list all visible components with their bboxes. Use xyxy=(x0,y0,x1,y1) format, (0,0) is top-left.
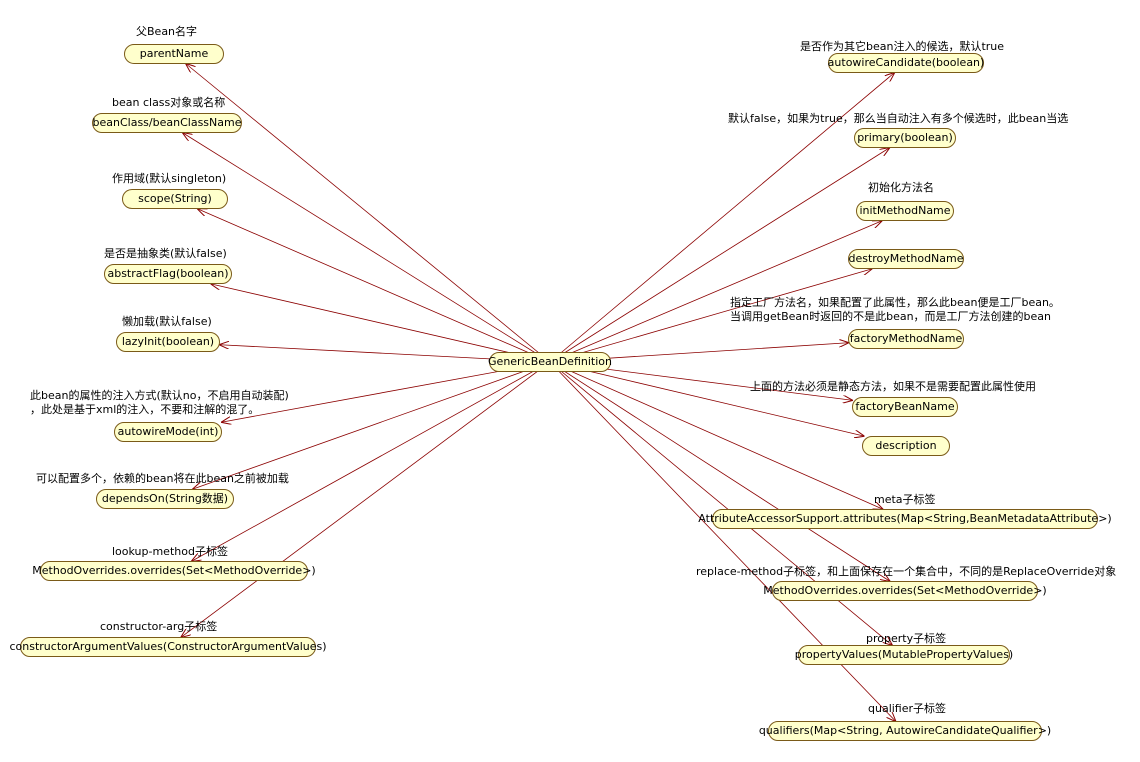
note-init-method-name: 初始化方法名 xyxy=(868,181,934,194)
center-node-generic-bean-definition[interactable]: GenericBeanDefinition xyxy=(488,352,612,372)
note-qualifier: qualifier子标签 xyxy=(868,702,947,715)
note-depends-on: 可以配置多个，依赖的bean将在此bean之前被加载 xyxy=(36,472,289,485)
node-factory-method-name[interactable]: factoryMethodName xyxy=(848,329,964,349)
node-factory-bean-name[interactable]: factoryBeanName xyxy=(852,397,958,417)
edge-lookupOverrides xyxy=(192,361,551,561)
note-autowire-candidate: 是否作为其它bean注入的候选，默认true xyxy=(800,40,1005,53)
edge-attributes xyxy=(549,361,882,509)
node-destroy-method-name[interactable]: destroyMethodName xyxy=(848,249,964,269)
node-abstract-flag[interactable]: abstractFlag(boolean) xyxy=(104,264,232,284)
edge-constructorArgs xyxy=(181,361,551,637)
node-attributes[interactable]: AttributeAccessorSupport.attributes(Map<… xyxy=(698,509,1112,529)
note-factory-method-name: 指定工厂方法名，如果配置了此属性，那么此bean便是工厂bean。 当调用get… xyxy=(730,296,1060,323)
node-description[interactable]: description xyxy=(862,436,950,456)
note-property: property子标签 xyxy=(866,632,947,645)
edge-beanClass xyxy=(183,133,551,363)
note-lookup-method: lookup-method子标签 xyxy=(112,545,228,558)
edge-replaceOverrides xyxy=(549,361,889,581)
edge-autowireMode xyxy=(222,361,551,422)
note-constructor-arg: constructor-arg子标签 xyxy=(100,620,218,633)
node-depends-on[interactable]: dependsOn(String数据) xyxy=(96,489,234,509)
edge-destroyMethodName xyxy=(549,269,871,363)
node-primary[interactable]: primary(boolean) xyxy=(854,128,956,148)
note-primary: 默认false，如果为true，那么当自动注入有多个候选时，此bean当选 xyxy=(728,112,1069,125)
node-scope[interactable]: scope(String) xyxy=(122,189,228,209)
edge-primary xyxy=(549,148,889,363)
edge-propertyValues xyxy=(549,361,892,645)
edge-autowireCandidate xyxy=(549,73,894,363)
node-lazy-init[interactable]: lazyInit(boolean) xyxy=(116,332,220,352)
note-abstract-flag: 是否是抽象类(默认false) xyxy=(104,247,227,260)
note-parent-name: 父Bean名字 xyxy=(136,25,198,38)
note-meta: meta子标签 xyxy=(874,493,936,506)
node-lookup-overrides[interactable]: MethodOverrides.overrides(Set<MethodOver… xyxy=(32,561,316,581)
edge-parentName xyxy=(186,64,551,363)
note-lazy-init: 懒加载(默认false) xyxy=(122,315,212,328)
node-constructor-args[interactable]: constructorArgumentValues(ConstructorArg… xyxy=(9,637,327,657)
node-bean-class[interactable]: beanClass/beanClassName xyxy=(92,113,242,133)
edge-qualifiers xyxy=(549,361,895,721)
edge-abstractFlag xyxy=(211,284,551,363)
edge-initMethodName xyxy=(549,221,881,363)
node-property-values[interactable]: propertyValues(MutablePropertyValues) xyxy=(795,645,1013,665)
node-parent-name[interactable]: parentName xyxy=(124,44,224,64)
node-replace-overrides[interactable]: MethodOverrides.overrides(Set<MethodOver… xyxy=(763,581,1047,601)
note-bean-class: bean class对象或名称 xyxy=(112,96,226,109)
node-qualifiers[interactable]: qualifiers(Map<String, AutowireCandidate… xyxy=(759,721,1051,741)
edge-dependsOn xyxy=(193,361,551,489)
note-autowire-mode: 此bean的属性的注入方式(默认no，不启用自动装配) ，此处是基于xml的注入… xyxy=(30,389,289,416)
edge-scope xyxy=(198,209,551,363)
note-scope: 作用域(默认singleton) xyxy=(112,172,227,185)
note-replace-method: replace-method子标签，和上面保存在一个集合中，不同的是Replac… xyxy=(696,565,1117,578)
node-autowire-candidate[interactable]: autowireCandidate(boolean) xyxy=(828,53,984,73)
node-autowire-mode[interactable]: autowireMode(int) xyxy=(114,422,222,442)
edge-description xyxy=(549,361,864,436)
node-init-method-name[interactable]: initMethodName xyxy=(856,201,954,221)
note-factory-bean-name: 上面的方法必须是静态方法，如果不是需要配置此属性使用 xyxy=(750,380,1036,393)
